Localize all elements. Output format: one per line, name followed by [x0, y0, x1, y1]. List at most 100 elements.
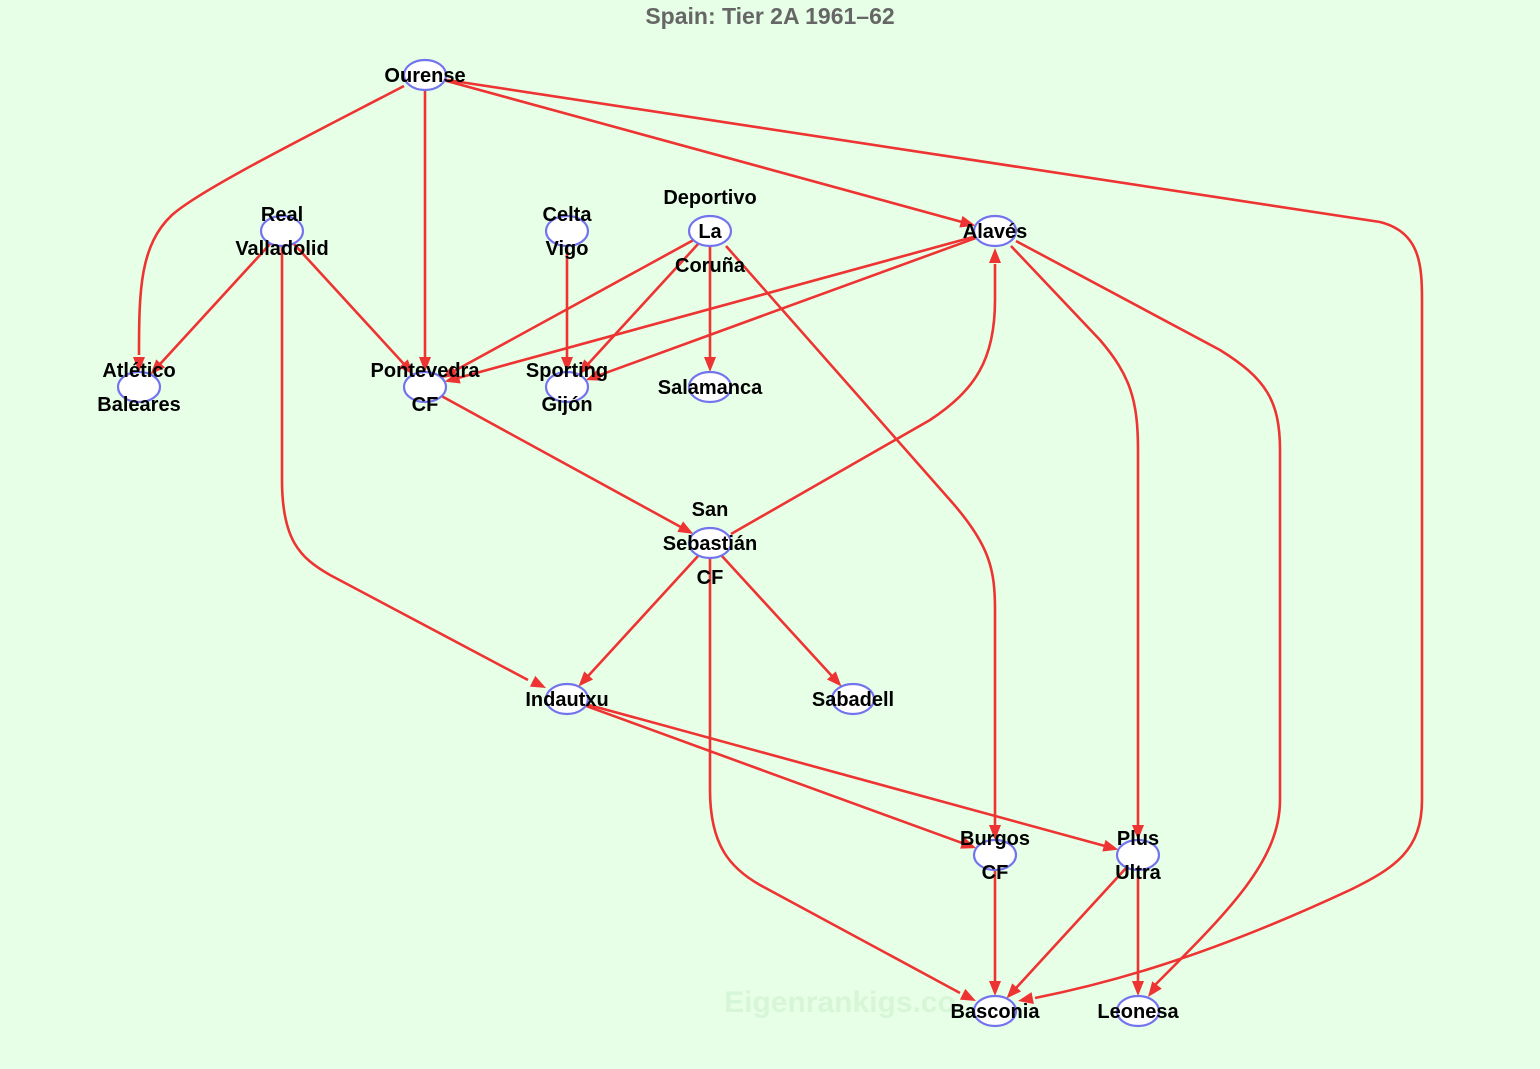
edge-san-sebastian-to-indautxu — [578, 554, 700, 687]
edge-san-sebastian-to-sabadell-arrowhead — [826, 671, 842, 687]
edge-real-valladolid-to-indautxu-arrowhead — [529, 675, 546, 688]
edge-real-valladolid-to-pontevedra-line — [292, 242, 407, 367]
node-sabadell-ellipse — [830, 682, 876, 716]
edges-layer — [133, 78, 1424, 1004]
edge-ourense-to-atletico-baleares — [133, 84, 405, 372]
node-indautxu-label-line-1: Indautxu — [525, 689, 608, 711]
watermark: Eigenrankigs.co — [724, 986, 956, 1019]
node-deportivo-label-line-1: Deportivo — [663, 187, 756, 209]
node-sporting-label-line-1: Sporting — [526, 360, 608, 382]
edge-deportivo-to-sporting-line — [585, 242, 700, 367]
edge-deportivo-to-salamanca-arrowhead — [704, 357, 716, 372]
node-san-sebastian-ellipse — [687, 526, 733, 560]
edge-deportivo-to-burgos — [725, 245, 1001, 840]
edge-plus-ultra-to-basconia — [1006, 866, 1128, 999]
node-salamanca-label-line-1: Salamanca — [658, 377, 763, 399]
node-salamanca-ellipse — [687, 370, 733, 404]
node-plus-ultra-label-line-2: Ultra — [1115, 862, 1161, 884]
edge-alaves-to-plus-ultra-arrowhead — [1132, 825, 1144, 840]
node-burgos-ellipse — [972, 838, 1018, 872]
node-indautxu: Indautxu — [525, 682, 609, 716]
edge-alaves-to-plus-ultra-line — [1010, 245, 1140, 825]
edge-san-sebastian-to-basconia-arrowhead — [959, 988, 976, 1001]
node-plus-ultra-ellipse — [1115, 838, 1161, 872]
node-deportivo-label-line-3: Coruña — [675, 255, 746, 277]
node-indautxu-ellipse — [544, 682, 590, 716]
node-real-valladolid-label-line-1: Real — [261, 204, 303, 226]
edge-indautxu-to-burgos — [585, 704, 977, 849]
edge-burgos-to-basconia-arrowhead — [989, 981, 1001, 996]
node-burgos-label-line-2: CF — [982, 862, 1009, 884]
edge-real-valladolid-to-indautxu-line — [280, 246, 529, 682]
node-pontevedra-ellipse — [402, 370, 448, 404]
node-salamanca: Salamanca — [658, 370, 763, 404]
edge-indautxu-to-burgos-arrowhead — [960, 837, 977, 849]
edge-ourense-to-alaves-arrowhead — [959, 215, 976, 228]
edge-san-sebastian-to-alaves-arrowhead — [989, 248, 1001, 263]
edge-celta-vigo-to-sporting-arrowhead — [561, 357, 573, 372]
node-atletico-baleares-label-line-1: Atlético — [102, 360, 175, 382]
node-basconia: Basconia — [951, 994, 1041, 1028]
edge-ourense-to-pontevedra-arrowhead — [419, 357, 431, 372]
diagram-title: Spain: Tier 2A 1961–62 — [645, 3, 894, 29]
node-pontevedra-label-line-2: CF — [412, 394, 439, 416]
edge-ourense-to-alaves — [444, 79, 976, 228]
edge-real-valladolid-to-atletico-baleares-line — [157, 242, 272, 367]
node-atletico-baleares-ellipse — [116, 370, 162, 404]
edge-indautxu-to-plus-ultra-line — [586, 703, 1108, 848]
edge-indautxu-to-plus-ultra-arrowhead — [1102, 839, 1119, 852]
node-san-sebastian-label-line-2: Sebastián — [663, 533, 757, 555]
edge-deportivo-to-sporting — [578, 242, 700, 375]
edge-real-valladolid-to-indautxu — [280, 246, 546, 688]
node-sabadell: Sabadell — [812, 682, 894, 716]
edge-san-sebastian-to-basconia-line — [708, 558, 961, 995]
edge-indautxu-to-burgos-line — [585, 704, 966, 846]
edge-ourense-to-basconia — [446, 78, 1424, 1004]
edge-ourense-to-basconia-arrowhead — [1018, 992, 1034, 1004]
edge-ourense-to-atletico-baleares-arrowhead — [133, 357, 145, 372]
edge-real-valladolid-to-atletico-baleares-arrowhead — [150, 359, 166, 375]
edge-plus-ultra-to-basconia-arrowhead — [1006, 983, 1022, 999]
edge-plus-ultra-to-leonesa — [1132, 870, 1144, 996]
edge-alaves-to-sporting-line — [596, 236, 977, 378]
edge-celta-vigo-to-sporting — [561, 246, 573, 372]
edge-ourense-to-alaves-line — [444, 79, 965, 224]
node-leonesa-ellipse — [1115, 994, 1161, 1028]
edge-deportivo-to-pontevedra-line — [451, 238, 694, 374]
node-deportivo-ellipse — [687, 214, 733, 248]
node-ourense: Ourense — [384, 58, 466, 92]
edge-san-sebastian-to-basconia — [708, 558, 976, 1001]
node-basconia-label-line-1: Basconia — [951, 1001, 1041, 1023]
node-alaves: Alavés — [963, 214, 1028, 248]
edge-ourense-to-pontevedra — [419, 90, 431, 372]
node-celta-vigo-ellipse — [544, 214, 590, 248]
node-sporting-ellipse — [544, 370, 590, 404]
node-basconia-ellipse — [972, 994, 1018, 1028]
node-sporting-label-line-2: Gijón — [541, 394, 592, 416]
edge-deportivo-to-sporting-arrowhead — [578, 359, 594, 375]
node-alaves-label-line-1: Alavés — [963, 221, 1028, 243]
node-san-sebastian-label-line-1: San — [692, 499, 729, 521]
node-ourense-label-line-1: Ourense — [384, 65, 465, 87]
node-burgos-label-line-1: Burgos — [960, 828, 1030, 850]
edge-pontevedra-to-san-sebastian — [441, 394, 694, 534]
edge-alaves-to-sporting — [585, 236, 977, 381]
edge-pontevedra-to-san-sebastian-arrowhead — [677, 521, 694, 534]
edge-alaves-to-leonesa — [1015, 239, 1282, 997]
node-san-sebastian-label-line-3: CF — [697, 567, 724, 589]
node-atletico-baleares-label-line-2: Baleares — [97, 394, 180, 416]
edge-san-sebastian-to-alaves — [730, 248, 1001, 536]
edge-real-valladolid-to-pontevedra — [292, 242, 414, 375]
node-celta-vigo-label-line-2: Vigo — [546, 238, 589, 260]
node-sabadell-label-line-1: Sabadell — [812, 689, 894, 711]
edge-san-sebastian-to-indautxu-line — [585, 554, 700, 679]
